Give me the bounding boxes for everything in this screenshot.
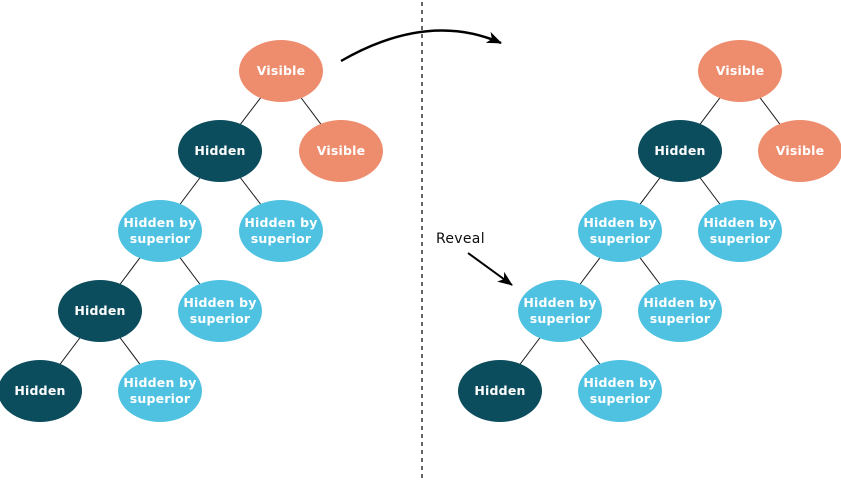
tree-node-hidden: Hidden	[638, 120, 722, 182]
tree-node-visible: Visible	[698, 40, 782, 102]
node-label: Hidden by superior	[643, 294, 717, 326]
node-label: Hidden	[654, 142, 706, 158]
node-label: Hidden by superior	[244, 214, 318, 246]
node-label: Hidden by superior	[123, 374, 197, 406]
tree-node-hidden-by-superior: Hidden by superior	[118, 360, 202, 422]
node-label: Hidden	[74, 302, 126, 318]
tree-node-hidden: Hidden	[178, 120, 262, 182]
node-label: Hidden by superior	[183, 294, 257, 326]
tree-node-hidden-by-superior: Hidden by superior	[698, 200, 782, 262]
node-label: Hidden	[474, 382, 526, 398]
tree-node-visible: Visible	[299, 120, 383, 182]
node-label: Hidden by superior	[523, 294, 597, 326]
tree-node-revealed: Hidden by superior	[518, 280, 602, 342]
tree-node-hidden-by-superior: Hidden by superior	[118, 200, 202, 262]
tree-node-hidden-by-superior: Hidden by superior	[239, 200, 323, 262]
tree-node-visible: Visible	[758, 120, 841, 182]
tree-node-hidden: Hidden	[458, 360, 542, 422]
node-label: Visible	[775, 142, 825, 158]
node-label: Hidden by superior	[583, 374, 657, 406]
node-label: Hidden	[194, 142, 246, 158]
tree-node-hidden-by-superior: Hidden by superior	[578, 360, 662, 422]
tree-node-hidden-by-superior: Hidden by superior	[638, 280, 722, 342]
node-label: Visible	[256, 62, 306, 78]
node-label: Visible	[715, 62, 765, 78]
reveal-arrow	[467, 252, 513, 286]
node-label: Hidden by superior	[123, 214, 197, 246]
transform-arrow	[340, 29, 502, 63]
node-label: Hidden	[14, 382, 66, 398]
node-label: Visible	[316, 142, 366, 158]
tree-node-hidden: Hidden	[0, 360, 82, 422]
tree-node-visible: Visible	[239, 40, 323, 102]
reveal-annotation-label: Reveal	[436, 231, 485, 247]
tree-node-hidden-by-superior: Hidden by superior	[178, 280, 262, 342]
tree-node-hidden: Hidden	[58, 280, 142, 342]
node-label: Hidden by superior	[583, 214, 657, 246]
tree-node-hidden-by-superior: Hidden by superior	[578, 200, 662, 262]
node-label: Hidden by superior	[703, 214, 777, 246]
